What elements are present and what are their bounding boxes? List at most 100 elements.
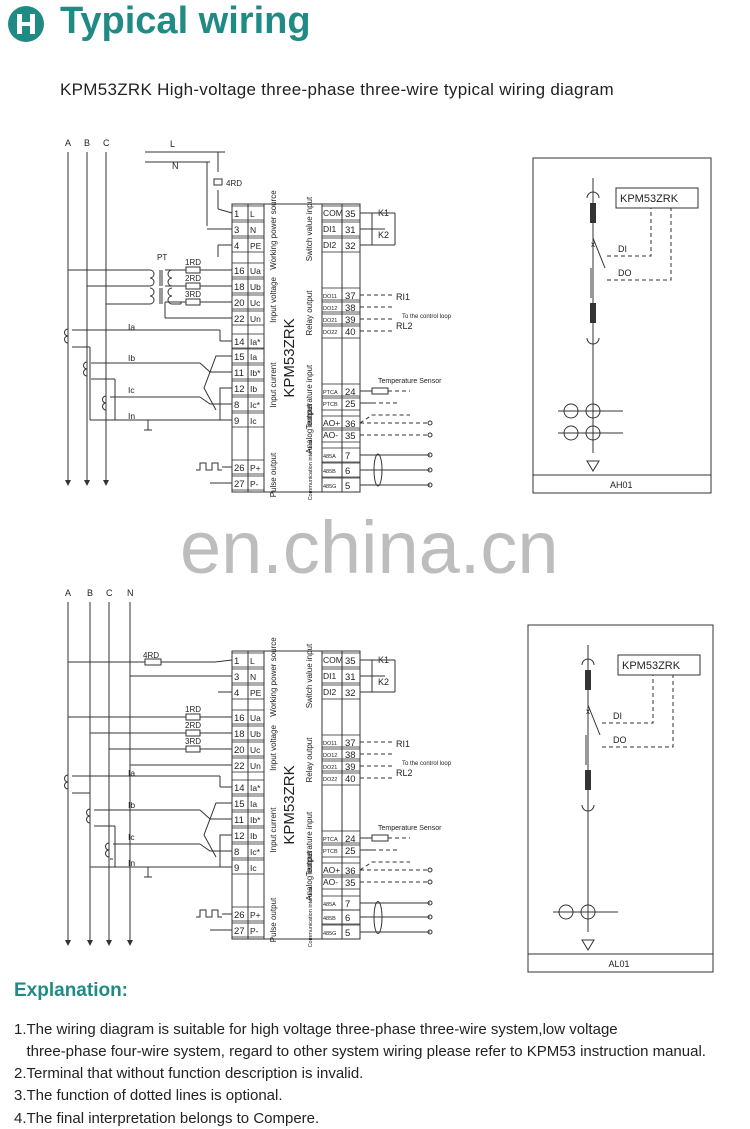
terminal-signal: PTCA bbox=[323, 390, 338, 396]
terminal-number: 12 bbox=[234, 831, 245, 842]
fuse-label: 4RD bbox=[226, 179, 242, 188]
group-label: Switch value input bbox=[305, 643, 314, 708]
terminal-signal: DO11 bbox=[323, 741, 337, 747]
terminal-signal: DO21 bbox=[323, 765, 337, 771]
terminal-signal: Ia bbox=[250, 352, 257, 362]
terminal-dot bbox=[427, 879, 433, 885]
terminal-signal: DI1 bbox=[323, 224, 337, 234]
group-label: Working power source bbox=[269, 190, 278, 270]
terminal-number: 40 bbox=[345, 327, 356, 338]
pulse-icon bbox=[196, 462, 222, 471]
terminal-number: 32 bbox=[345, 688, 356, 699]
terminal-number: 26 bbox=[234, 910, 245, 921]
panel-frame bbox=[527, 624, 714, 973]
terminal-signal: Uc bbox=[250, 745, 261, 755]
terminal-number: 27 bbox=[234, 479, 245, 490]
terminal-signal: P- bbox=[250, 926, 259, 936]
terminal-signal: COM bbox=[323, 208, 343, 218]
pt-label: PT bbox=[157, 253, 167, 262]
group-label: Input voltage bbox=[269, 277, 278, 323]
fuse-icon bbox=[185, 745, 201, 753]
shield-icon bbox=[373, 901, 383, 934]
terminal-number: 38 bbox=[345, 303, 356, 314]
terminal-number: 37 bbox=[345, 291, 356, 302]
terminal-number: 39 bbox=[345, 315, 356, 326]
relay-label: RI1 bbox=[396, 739, 410, 749]
wire bbox=[219, 834, 232, 867]
terminal-signal: DO22 bbox=[323, 330, 337, 336]
phase-label: N bbox=[127, 588, 134, 598]
arrow-icon bbox=[106, 940, 112, 946]
ground-icon bbox=[581, 939, 595, 951]
di-label: DI bbox=[613, 711, 622, 721]
panel-label: AL01 bbox=[609, 959, 630, 969]
supply-label: L bbox=[170, 139, 175, 149]
arrow-icon bbox=[103, 480, 109, 486]
panel-frame bbox=[532, 157, 712, 494]
do-label: DO bbox=[618, 268, 632, 278]
terminal-signal: DI2 bbox=[323, 687, 337, 697]
terminal-number: 25 bbox=[345, 846, 356, 857]
terminal-signal: PE bbox=[250, 241, 262, 251]
terminal-signal: Ib bbox=[250, 384, 257, 394]
phase-label: C bbox=[103, 138, 110, 148]
di-wire bbox=[602, 675, 654, 724]
fuse-icon bbox=[185, 282, 201, 290]
terminal-signal: Ib* bbox=[250, 368, 261, 378]
temp-sensor-label: Temperature Sensor bbox=[378, 378, 442, 385]
terminal-signal: PE bbox=[250, 688, 262, 698]
terminal-number: 9 bbox=[234, 863, 239, 874]
explanation-line: 3.The function of dotted lines is option… bbox=[14, 1087, 283, 1104]
terminal-dot bbox=[427, 900, 433, 906]
terminal-signal: 485A bbox=[323, 454, 336, 460]
terminal-number: 40 bbox=[345, 774, 356, 785]
wire bbox=[219, 387, 232, 420]
terminal-number: 22 bbox=[234, 314, 245, 325]
terminal-signal: 485G bbox=[323, 931, 336, 937]
fuse-label: 3RD bbox=[185, 737, 201, 746]
analog-wire bbox=[359, 861, 410, 871]
contact-icon bbox=[581, 804, 595, 812]
fuse-icon bbox=[144, 658, 162, 666]
pulse-icon bbox=[196, 909, 222, 918]
terminal-number: 37 bbox=[345, 738, 356, 749]
do-wire bbox=[602, 675, 674, 748]
contact-icon bbox=[586, 337, 600, 345]
fuse-icon bbox=[585, 770, 591, 790]
terminal-number: 27 bbox=[234, 926, 245, 937]
wire bbox=[203, 355, 232, 411]
terminal-number: 14 bbox=[234, 337, 245, 348]
terminal-number: 6 bbox=[345, 466, 350, 477]
explanation-heading: Explanation: bbox=[14, 980, 129, 1001]
terminal-number: 5 bbox=[345, 928, 350, 939]
terminal-signal: Ic* bbox=[250, 400, 261, 410]
current-label: In bbox=[128, 411, 135, 421]
ct-coil-icon bbox=[83, 361, 88, 377]
do-wire bbox=[607, 208, 672, 281]
arrow-icon bbox=[65, 480, 71, 486]
terminal-number: 38 bbox=[345, 750, 356, 761]
terminal-dot bbox=[427, 867, 433, 873]
explanation-line: 2.Terminal that without function descrip… bbox=[14, 1065, 364, 1082]
panel-device-name: KPM53ZRK bbox=[620, 193, 679, 205]
device-name: KPM53ZRK bbox=[281, 318, 298, 397]
terminal-signal: Ua bbox=[250, 266, 261, 276]
arrow-icon bbox=[87, 940, 93, 946]
breaker-mark: x bbox=[586, 707, 590, 716]
terminal-signal: Un bbox=[250, 761, 261, 771]
terminal-signal: DO12 bbox=[323, 306, 337, 312]
panel-device-box bbox=[617, 654, 701, 676]
di-wire bbox=[607, 208, 652, 257]
diagram-subtitle: KPM53ZRK High-voltage three-phase three-… bbox=[60, 80, 614, 99]
terminal-signal: AO- bbox=[323, 430, 338, 440]
relay-label: RL2 bbox=[396, 321, 413, 331]
current-label: Ic bbox=[128, 385, 135, 395]
current-label: In bbox=[128, 858, 135, 868]
terminal-number: 3 bbox=[234, 672, 239, 683]
group-label: Communication interface bbox=[308, 887, 314, 948]
terminal-number: 15 bbox=[234, 799, 245, 810]
arrow-icon bbox=[65, 940, 71, 946]
terminal-signal: DO11 bbox=[323, 294, 337, 300]
terminal-signal: P+ bbox=[250, 910, 261, 920]
group-label: Pulse output bbox=[269, 452, 278, 497]
